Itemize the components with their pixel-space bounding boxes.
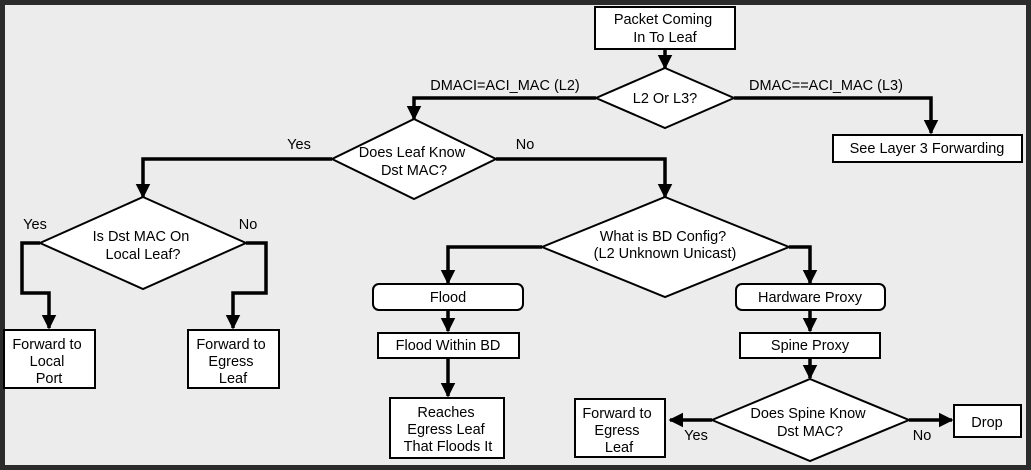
edge-label-local-yes: Yes [23, 217, 47, 233]
node-hw-proxy: Hardware Proxy [735, 283, 886, 311]
node-fwd-egress-left: Forward to Egress Leaf [187, 329, 280, 389]
decision-leaf-knows: Does Leaf Know Dst MAC? [329, 117, 499, 201]
edge-l2l3-to-leaf-knows [406, 96, 596, 121]
node-flood-within: Flood Within BD [377, 332, 520, 359]
edge-labels: DMACI=ACI_MAC (L2) DMAC==ACI_MAC (L3) Ye… [23, 78, 931, 444]
node-spine-proxy-label: Spine Proxy [771, 338, 850, 354]
decision-spine-knows-label: Does Spine Know Dst MAC? [750, 406, 869, 440]
edge-label-leaf-yes: Yes [287, 137, 311, 153]
node-start-label: Packet Coming In To Leaf [614, 12, 716, 46]
node-start: Packet Coming In To Leaf [594, 6, 736, 50]
node-drop-label: Drop [971, 415, 1002, 431]
decision-bd-config: What is BD Config? (L2 Unknown Unicast) [539, 195, 792, 299]
edge-label-dmac-l3: DMAC==ACI_MAC (L3) [749, 78, 903, 94]
node-fwd-egress-left-label: Forward to Egress Leaf [196, 337, 269, 387]
edge-local-leaf-to-fwd-egress [225, 241, 268, 330]
node-flood-label: Flood [430, 290, 466, 306]
node-layer3: See Layer 3 Forwarding [832, 134, 1023, 163]
decision-local-leaf-label: Is Dst MAC On Local Leaf? [93, 229, 194, 263]
edge-local-leaf-to-fwd-local [20, 241, 57, 330]
decision-spine-knows: Does Spine Know Dst MAC? [709, 377, 912, 463]
edge-label-dmac-l2: DMACI=ACI_MAC (L2) [430, 78, 579, 94]
node-flood-within-label: Flood Within BD [396, 338, 501, 354]
node-reaches-egress: Reaches Egress Leaf That Floods It [389, 397, 505, 459]
decision-local-leaf: Is Dst MAC On Local Leaf? [37, 195, 249, 291]
node-fwd-egress-right: Forward to Egress Leaf [574, 398, 666, 458]
edge-label-leaf-no: No [516, 137, 535, 153]
node-fwd-local-label: Forward to Local Port [12, 337, 85, 387]
edge-bd-config-to-flood [440, 245, 542, 285]
decision-bd-config-label: What is BD Config? (L2 Unknown Unicast) [594, 229, 737, 262]
edge-label-spine-yes: Yes [684, 428, 708, 444]
edge-label-spine-no: No [913, 428, 932, 444]
node-fwd-local: Forward to Local Port [3, 329, 96, 389]
node-fwd-egress-right-label: Forward to Egress Leaf [582, 406, 655, 456]
edge-leaf-knows-to-bd-config [496, 157, 673, 199]
edge-l2l3-to-layer3 [734, 96, 939, 135]
decision-l2-or-l3: L2 Or L3? [593, 66, 737, 130]
node-spine-proxy: Spine Proxy [739, 332, 881, 359]
decision-l2-or-l3-label: L2 Or L3? [633, 91, 698, 107]
decision-leaf-knows-label: Does Leaf Know Dst MAC? [359, 145, 469, 179]
edge-bd-config-to-hw-proxy [789, 245, 818, 285]
edge-label-local-no: No [239, 217, 258, 233]
edge-leaf-knows-to-local-leaf [135, 157, 332, 199]
node-hw-proxy-label: Hardware Proxy [758, 290, 863, 306]
connectors [20, 49, 954, 428]
node-drop: Drop [953, 404, 1022, 438]
node-flood: Flood [372, 283, 524, 311]
node-layer3-label: See Layer 3 Forwarding [850, 141, 1005, 157]
node-reaches-egress-label: Reaches Egress Leaf That Floods It [404, 405, 493, 455]
